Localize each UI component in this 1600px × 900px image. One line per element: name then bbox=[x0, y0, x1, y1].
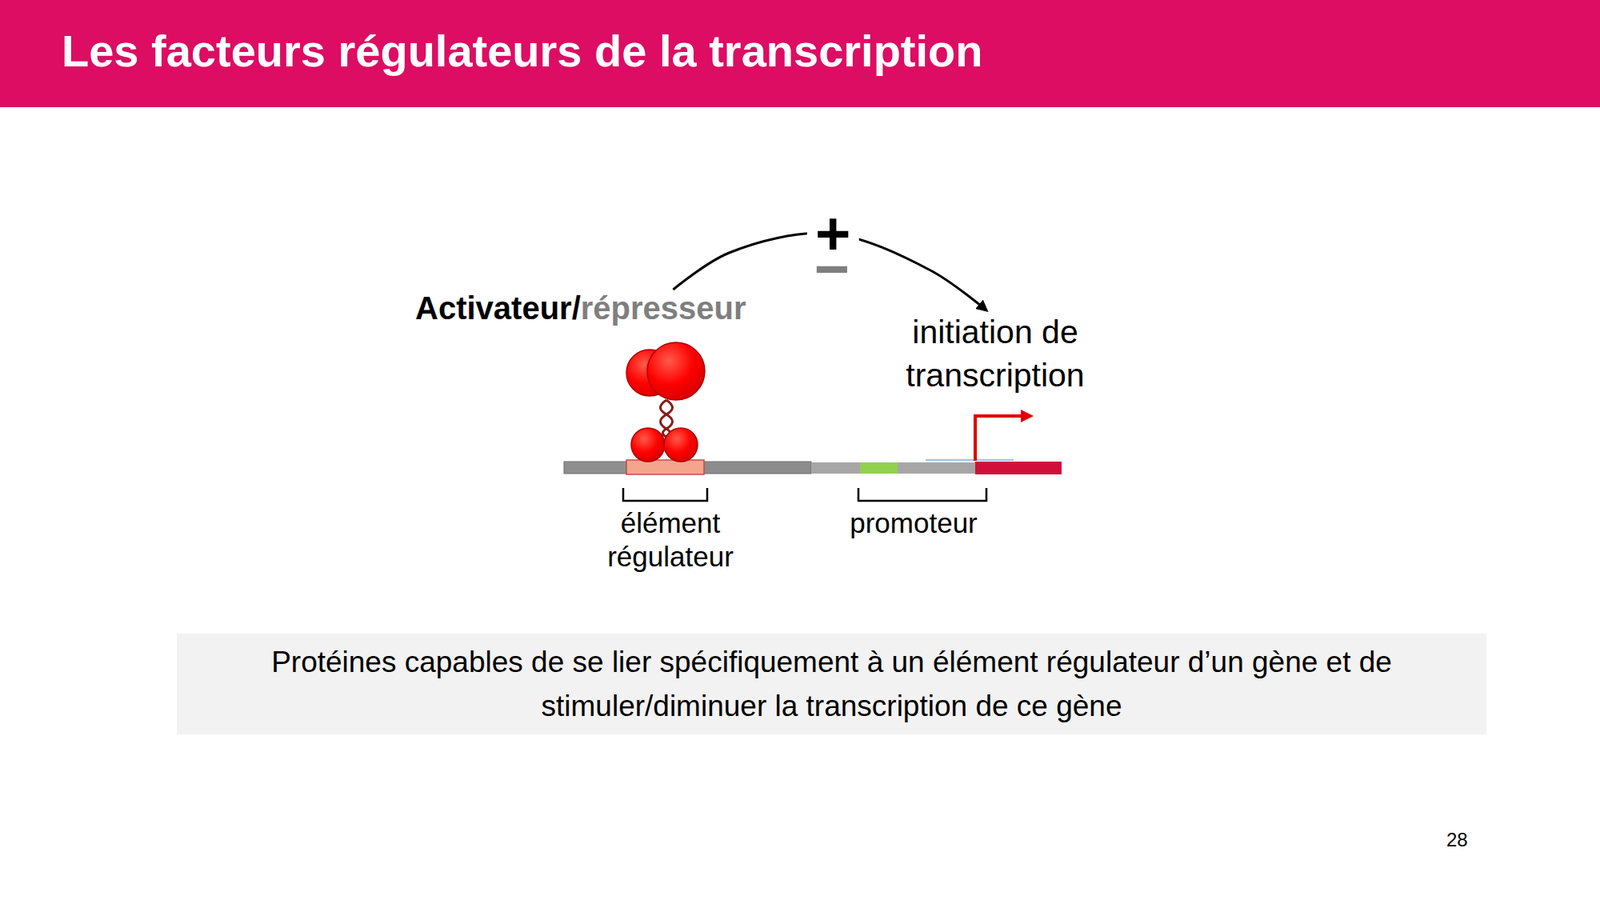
regulatory-element-box bbox=[626, 460, 704, 475]
page-number: 28 bbox=[1446, 828, 1468, 852]
node-text: répresseur bbox=[580, 290, 747, 326]
bracket bbox=[623, 488, 708, 501]
tss-head bbox=[1020, 409, 1034, 423]
dna-strand bbox=[564, 460, 1062, 475]
dna-segment bbox=[811, 462, 860, 474]
dna-segment bbox=[704, 461, 812, 474]
plus-sign: + bbox=[807, 203, 859, 264]
tss-line bbox=[975, 416, 1023, 461]
regulator-label: Activateur/répresseur bbox=[415, 289, 832, 327]
part-label: élément régulateur bbox=[590, 506, 751, 574]
brackets bbox=[623, 488, 987, 501]
dna-segment bbox=[897, 462, 976, 474]
dna-binding-domain bbox=[631, 428, 665, 462]
node-text: initiation de transcription bbox=[851, 310, 1140, 397]
protein-symbol bbox=[626, 342, 705, 462]
dna-segment bbox=[564, 461, 627, 474]
transcription-start-arrow bbox=[975, 409, 1034, 461]
title-bar: Les facteurs régulateurs de la transcrip… bbox=[0, 0, 1600, 108]
slide-title: Les facteurs régulateurs de la transcrip… bbox=[61, 0, 983, 108]
process-label: initiation de transcription bbox=[851, 310, 1140, 397]
activation-domain bbox=[647, 342, 705, 400]
definition-box: Protéines capables de se lier spécifique… bbox=[176, 633, 1487, 735]
promoter-box bbox=[860, 462, 898, 474]
node-text: Protéines capables de se lier spécifique… bbox=[205, 640, 1458, 728]
part-label: promoteur bbox=[833, 506, 994, 540]
gene-body bbox=[975, 461, 1062, 475]
node-text: Activateur/ bbox=[415, 290, 581, 326]
bracket bbox=[858, 488, 987, 501]
dna-mark bbox=[925, 459, 1014, 461]
dna-binding-domain bbox=[664, 428, 698, 462]
